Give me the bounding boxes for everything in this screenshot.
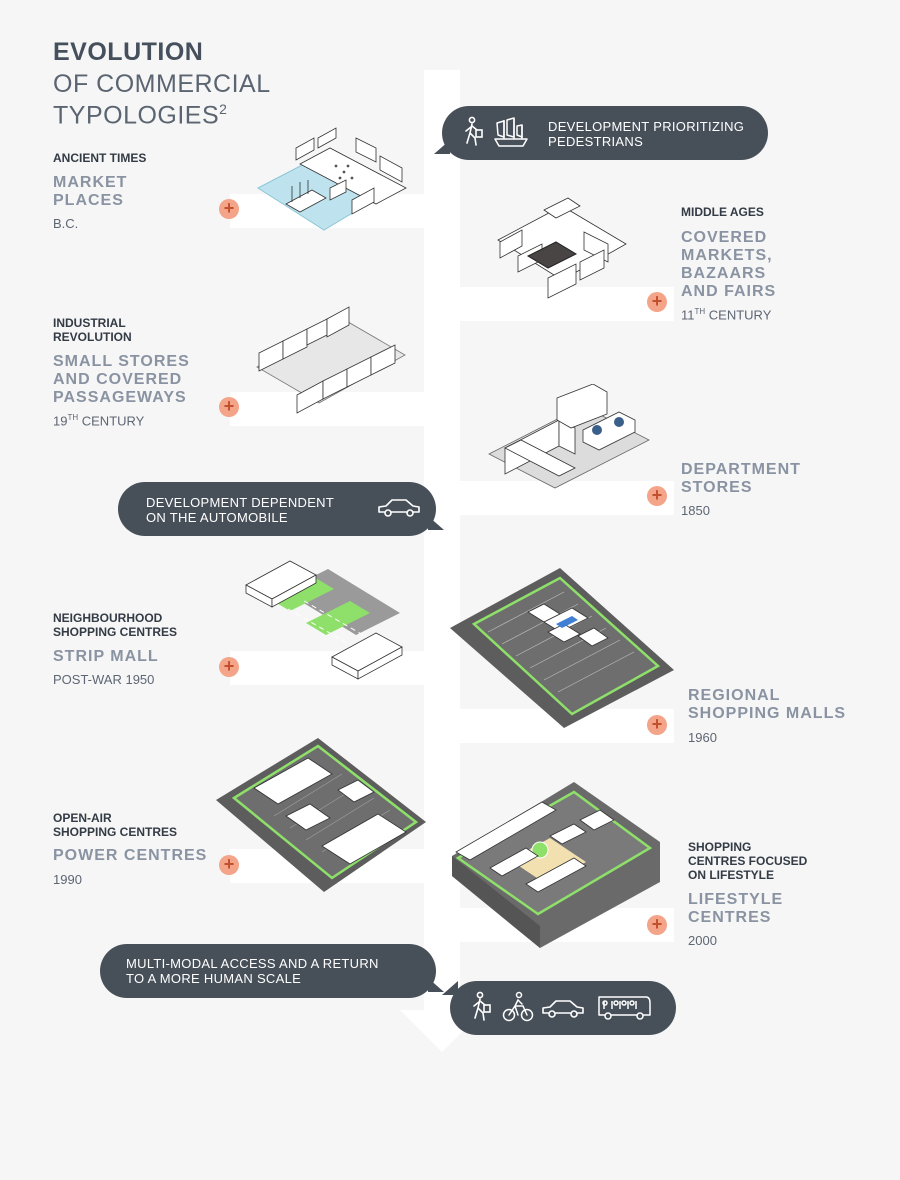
- entry-date: POST-WAR 1950: [53, 672, 155, 687]
- car-icon: [376, 497, 422, 519]
- bubble-pedestrians: DEVELOPMENT PRIORITIZING PEDESTRIANS: [442, 106, 768, 160]
- page-title-line3: TYPOLOGIES2: [53, 101, 228, 130]
- market-places-illustration: [257, 127, 407, 231]
- car-icon: [540, 998, 586, 1020]
- bubble-pedestrians-text: DEVELOPMENT PRIORITIZING: [548, 119, 745, 134]
- connector-strip: [424, 481, 674, 515]
- bubble-automobile-text: DEVELOPMENT DEPENDENT: [146, 495, 335, 510]
- bubble-tail: [428, 978, 444, 992]
- bubble-multimodal-text: MULTI-MODAL ACCESS AND A RETURN: [126, 956, 379, 971]
- lifestyle-centres-illustration: [452, 782, 660, 948]
- bus-icon: [596, 993, 652, 1023]
- entry-date: B.C.: [53, 216, 79, 231]
- entry-era: ANCIENT TIMES: [53, 151, 147, 165]
- expand-plus-button[interactable]: +: [647, 915, 667, 935]
- connector-strip: [230, 392, 460, 426]
- expand-plus-button[interactable]: +: [219, 397, 239, 417]
- department-stores-illustration: [488, 384, 650, 489]
- bubble-multimodal-text-2: TO A MORE HUMAN SCALE: [126, 971, 302, 986]
- pedestrian-icon: [468, 991, 494, 1023]
- expand-plus-button[interactable]: +: [219, 855, 239, 875]
- entry-date: 1990: [53, 872, 82, 887]
- pedestrian-icon: [460, 116, 486, 148]
- bubble-multimodal: MULTI-MODAL ACCESS AND A RETURN TO A MOR…: [100, 944, 436, 998]
- expand-plus-button[interactable]: +: [647, 292, 667, 312]
- bubble-tail: [434, 140, 450, 154]
- cyclist-icon: [502, 991, 534, 1023]
- expand-plus-button[interactable]: +: [219, 657, 239, 677]
- entry-date: 1850: [681, 503, 710, 518]
- regional-mall-illustration: [450, 568, 674, 728]
- entry-era: MIDDLE AGES: [681, 205, 764, 219]
- covered-markets-illustration: [497, 197, 627, 299]
- bubble-tail: [442, 981, 458, 995]
- expand-plus-button[interactable]: +: [219, 199, 239, 219]
- bubble-pedestrians-text-2: PEDESTRIANS: [548, 134, 644, 149]
- entry-date: 2000: [688, 933, 717, 948]
- power-centres-illustration: [216, 738, 426, 892]
- bubble-automobile-text-2: ON THE AUTOMOBILE: [146, 510, 288, 525]
- bubble-transport: [450, 981, 676, 1035]
- strip-mall-illustration: [245, 560, 403, 680]
- page-title: EVOLUTION: [53, 38, 204, 66]
- bubble-tail: [428, 516, 444, 530]
- entry-date: 11TH CENTURY: [681, 307, 772, 323]
- entry-date: 1960: [688, 730, 717, 745]
- ship-icon: [492, 115, 530, 149]
- expand-plus-button[interactable]: +: [647, 715, 667, 735]
- entry-date: 19TH CENTURY: [53, 413, 145, 429]
- page-title-line2: OF COMMERCIAL: [53, 70, 271, 98]
- entry-name: POWER CENTRES: [53, 847, 208, 864]
- entry-name: STRIP MALL: [53, 648, 159, 665]
- expand-plus-button[interactable]: +: [647, 486, 667, 506]
- bubble-automobile: DEVELOPMENT DEPENDENT ON THE AUTOMOBILE: [118, 482, 436, 536]
- small-stores-illustration: [256, 306, 406, 414]
